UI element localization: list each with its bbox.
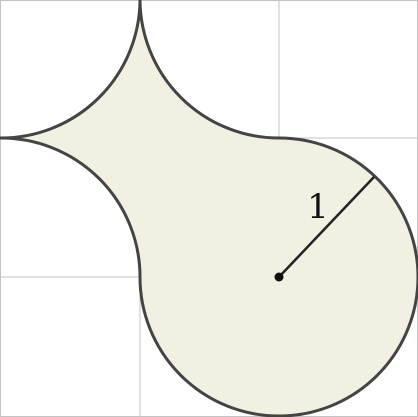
center-point bbox=[274, 272, 284, 282]
radius-line bbox=[278, 176, 375, 278]
radius-label: 1 bbox=[307, 187, 329, 227]
